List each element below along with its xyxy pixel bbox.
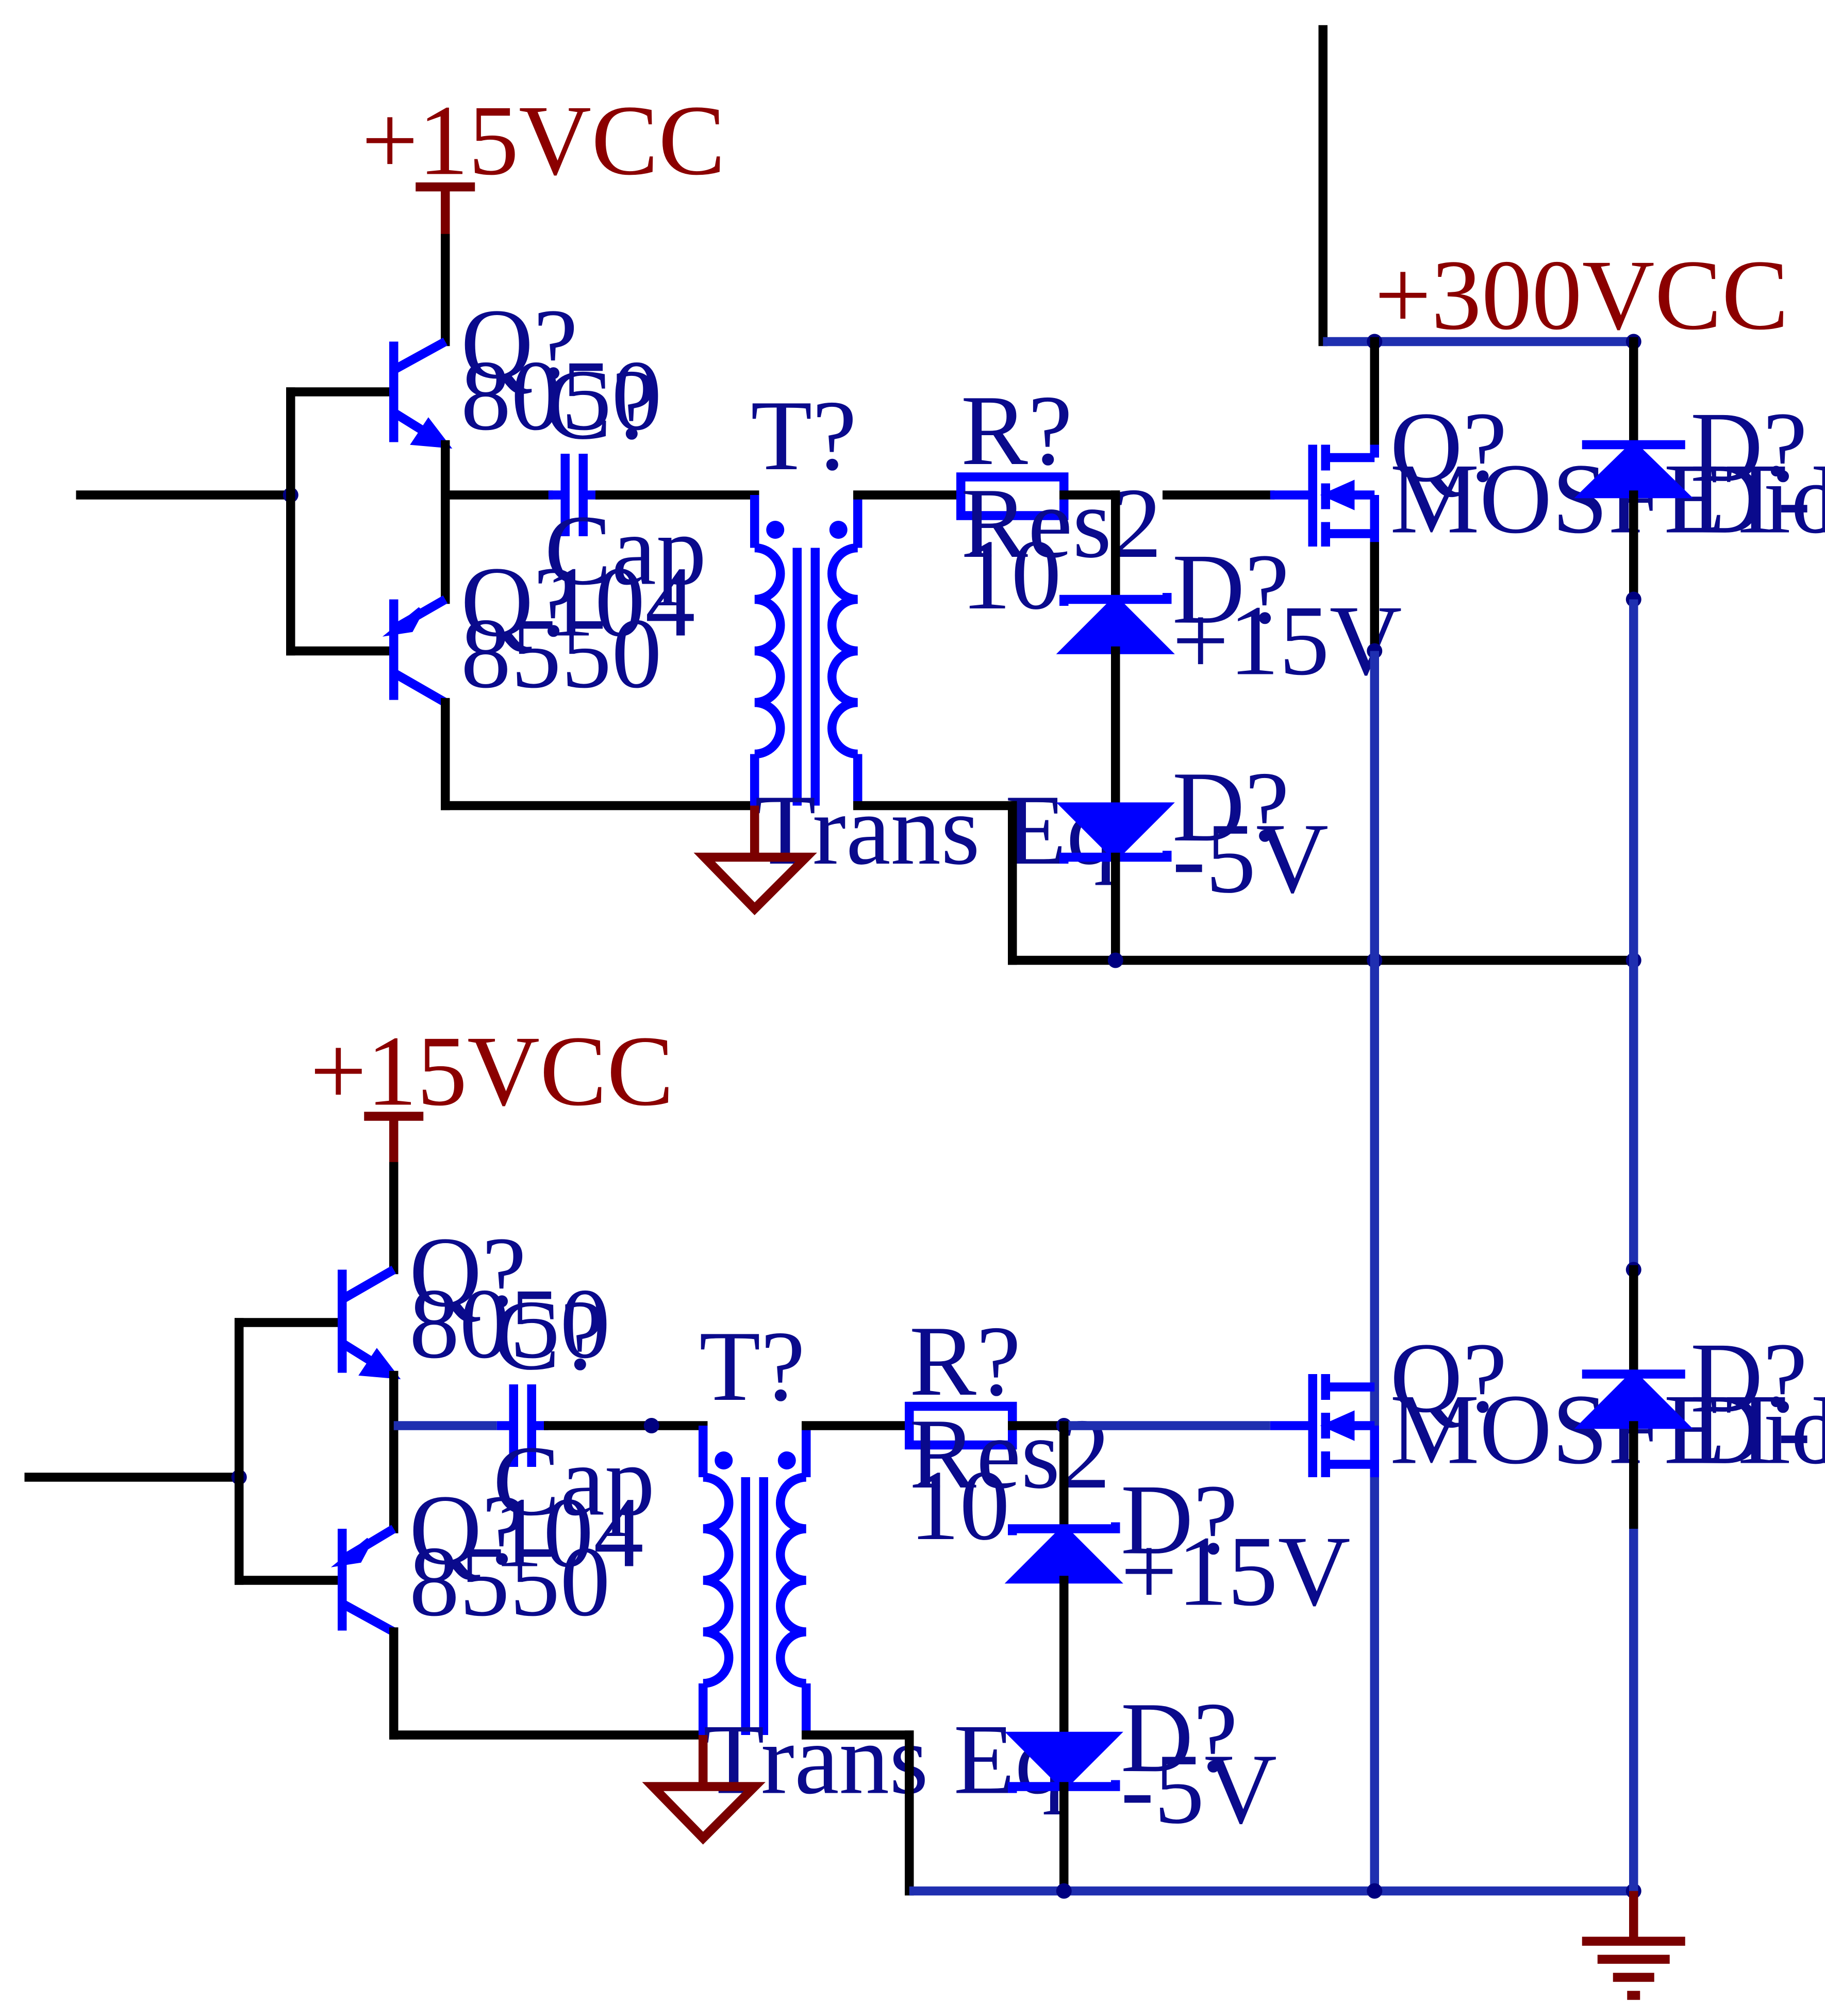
lower-zener-a-designator: D?	[1121, 1464, 1238, 1576]
upper-vcc-label: +15VCC	[361, 85, 725, 196]
upper-zener-a-designator: D?	[1172, 534, 1289, 645]
upper-diode: D? Diode	[1574, 337, 1825, 604]
upper-cap-value: 104	[544, 547, 695, 658]
upper-npn-value: 8050	[461, 340, 662, 452]
upper-zener-b-value: -5V	[1172, 803, 1329, 914]
lower-vcc-label: +15VCC	[310, 1016, 674, 1127]
power-ground	[1582, 1891, 1685, 2000]
upper-trans-type: Trans Eq	[755, 774, 1117, 886]
lower-cap-value: 104	[493, 1477, 644, 1589]
upper-mosfet-value: MOSFET-N	[1390, 443, 1825, 555]
lower-diode-designator: D?	[1690, 1323, 1807, 1434]
upper-diode-designator: D?	[1690, 392, 1807, 503]
hv-rail: +300VCC	[1318, 25, 1789, 351]
lower-pnp-value: 8550	[409, 1526, 610, 1638]
upper-pnp-designator: Q?	[461, 547, 578, 658]
lower-mosfet-value: MOSFET-N	[1390, 1374, 1825, 1485]
upper-res-value: 10	[961, 519, 1061, 631]
lower-res-designator: R?	[909, 1306, 1021, 1417]
lower-zener-b-value: -5V	[1121, 1733, 1277, 1845]
lower-npn-designator: Q?	[409, 1217, 526, 1328]
upper-zener-a-value: +15V	[1172, 585, 1402, 697]
upper-zener-15v: D? +15V	[1056, 534, 1402, 697]
upper-signal-ground	[693, 805, 817, 915]
lower-trans-type: Trans Eq	[703, 1704, 1066, 1815]
lower-resistor: R? Res2 10	[905, 1306, 1110, 1561]
lower-pnp-designator: Q?	[409, 1475, 526, 1586]
lower-zener-5v: D? -5V	[1004, 1682, 1277, 1845]
lower-trans-designator: T?	[699, 1311, 805, 1422]
hv-rail-label: +300VCC	[1374, 240, 1788, 351]
lower-capacitor: C? Cap 104	[493, 1280, 655, 1589]
lower-res-type: Res2	[909, 1398, 1110, 1510]
upper-trans-designator: T?	[751, 380, 857, 491]
lower-npn-transistor: Q? 8050	[338, 1217, 610, 1380]
upper-cap-designator: C?	[544, 349, 656, 460]
upper-zener-5v: D? -5V	[1056, 751, 1329, 914]
lower-diode-value: Diode	[1690, 1374, 1825, 1485]
upper-vcc-port: +15VCC	[361, 85, 725, 239]
upper-res-type: Res2	[961, 468, 1162, 579]
lower-zener-b-designator: D?	[1121, 1682, 1238, 1793]
lower-signal-ground	[642, 1735, 766, 1845]
upper-mosfet-designator: Q?	[1390, 392, 1507, 503]
lower-res-value: 10	[909, 1450, 1010, 1561]
upper-resistor: R? Res2 10	[956, 375, 1162, 631]
upper-diode-value: Diode	[1690, 443, 1825, 555]
lower-pnp-transistor: Q? 8550	[330, 1475, 610, 1638]
lower-mosfet: Q? MOSFET-N	[1270, 1323, 1825, 1485]
lower-zener-a-value: +15V	[1121, 1516, 1351, 1627]
upper-zener-b-designator: D?	[1172, 751, 1289, 863]
upper-transformer: T? Trans Eq	[750, 380, 1117, 886]
upper-pnp-value: 8550	[461, 598, 662, 709]
upper-mosfet: Q? MOSFET-N	[1270, 337, 1825, 555]
lower-transformer: T? Trans Eq	[699, 1311, 1065, 1815]
upper-capacitor: C? Cap 104	[544, 349, 706, 657]
upper-res-designator: R?	[961, 375, 1073, 486]
upper-npn-transistor: Q? 8050	[389, 289, 662, 452]
upper-driver: +15VCC Q? 8050 Q? 8550	[76, 85, 1641, 968]
lower-cap-type: Cap	[493, 1426, 655, 1537]
lower-driver: +15VCC Q? 8050 Q? 8550	[24, 1016, 1641, 1899]
lower-cap-designator: C?	[493, 1280, 605, 1391]
lower-mosfet-designator: Q?	[1390, 1323, 1507, 1434]
lower-diode: D? Diode	[1574, 1265, 1825, 1533]
lower-zener-15v: D? +15V	[1004, 1464, 1351, 1627]
upper-npn-designator: Q?	[461, 289, 578, 400]
lower-npn-value: 8050	[409, 1268, 610, 1380]
upper-pnp-transistor: Q? 8550	[382, 547, 662, 709]
lower-vcc-port: +15VCC	[310, 1016, 674, 1167]
upper-cap-type: Cap	[544, 495, 706, 606]
